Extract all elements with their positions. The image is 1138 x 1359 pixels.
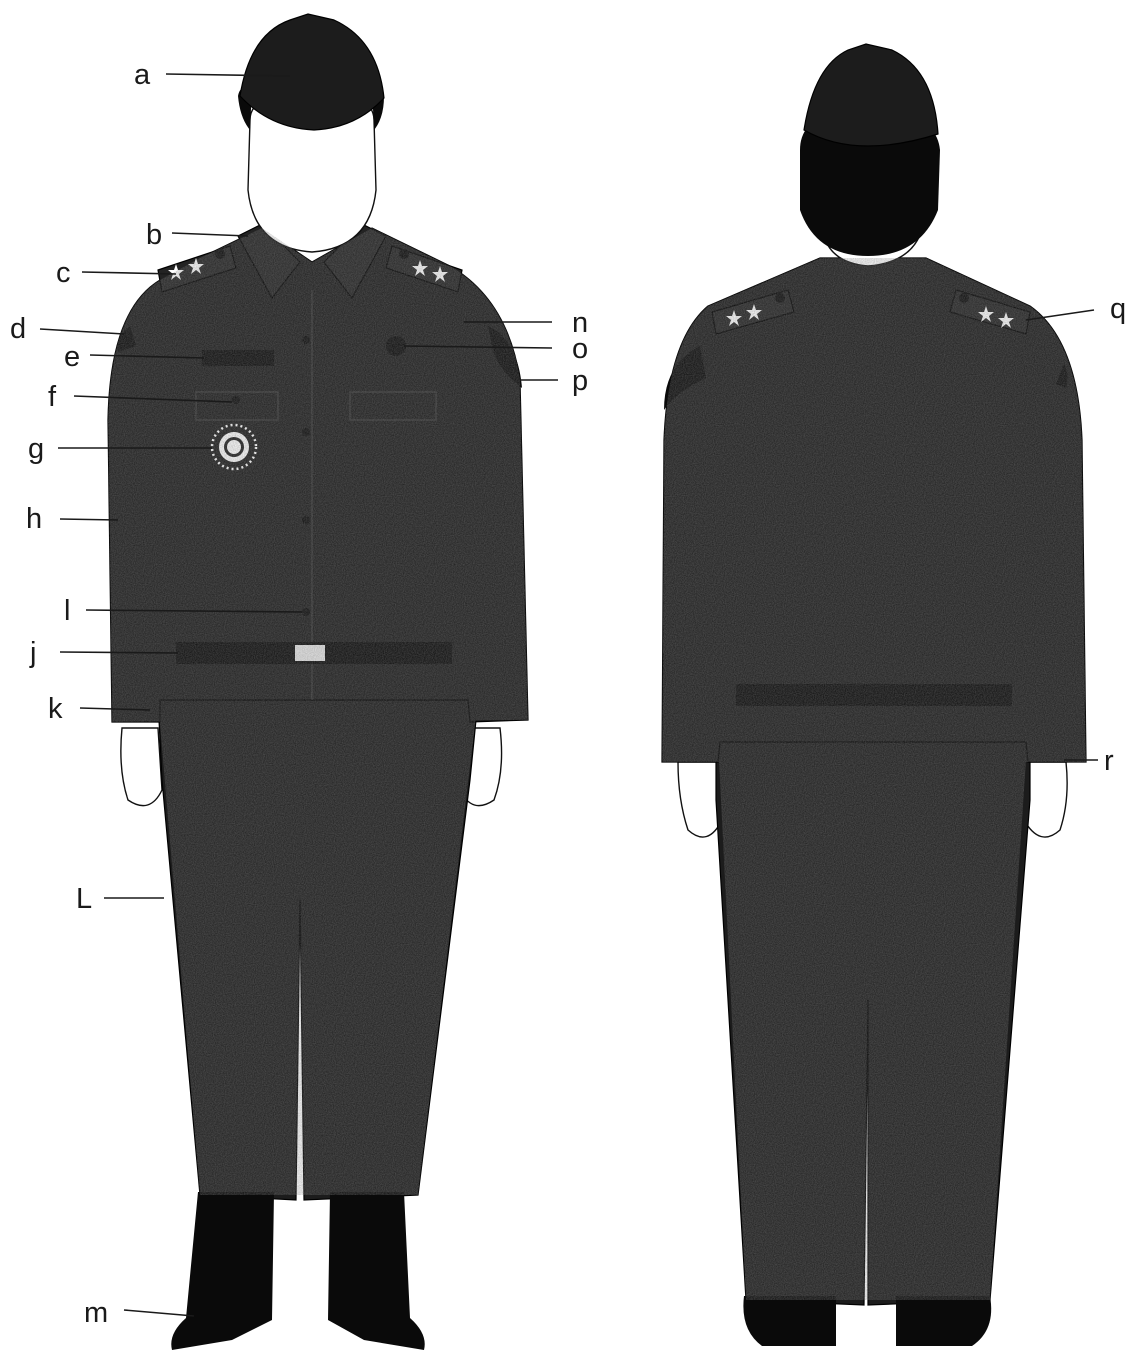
label-d: d xyxy=(10,313,26,345)
front-right-shoe xyxy=(328,1192,425,1350)
front-left-shoe xyxy=(171,1192,274,1350)
label-L: L xyxy=(76,883,92,915)
label-r: r xyxy=(1104,745,1114,777)
label-q: q xyxy=(1110,293,1126,325)
leader-line-j xyxy=(60,652,178,653)
leader-line-h xyxy=(60,519,118,520)
label-h: h xyxy=(26,503,42,535)
leader-line-m xyxy=(124,1310,194,1316)
label-f: f xyxy=(48,381,57,413)
leader-line-d xyxy=(40,329,124,334)
front-cap xyxy=(240,14,384,130)
label-p: p xyxy=(572,365,588,397)
label-o: o xyxy=(572,333,588,365)
back-left-shoe xyxy=(743,1296,836,1346)
back-right-shoe xyxy=(896,1296,991,1346)
back-cap xyxy=(804,44,938,146)
label-a: a xyxy=(134,59,151,91)
label-l: l xyxy=(64,595,70,627)
print-texture xyxy=(108,228,1086,1300)
label-b: b xyxy=(146,219,162,251)
label-c: c xyxy=(56,257,71,289)
label-g: g xyxy=(28,433,44,465)
leader-line-b xyxy=(172,233,248,236)
label-e: e xyxy=(64,341,80,373)
front-left-hand xyxy=(121,728,162,806)
label-k: k xyxy=(48,693,63,725)
label-j: j xyxy=(29,637,36,669)
label-m: m xyxy=(84,1297,108,1329)
